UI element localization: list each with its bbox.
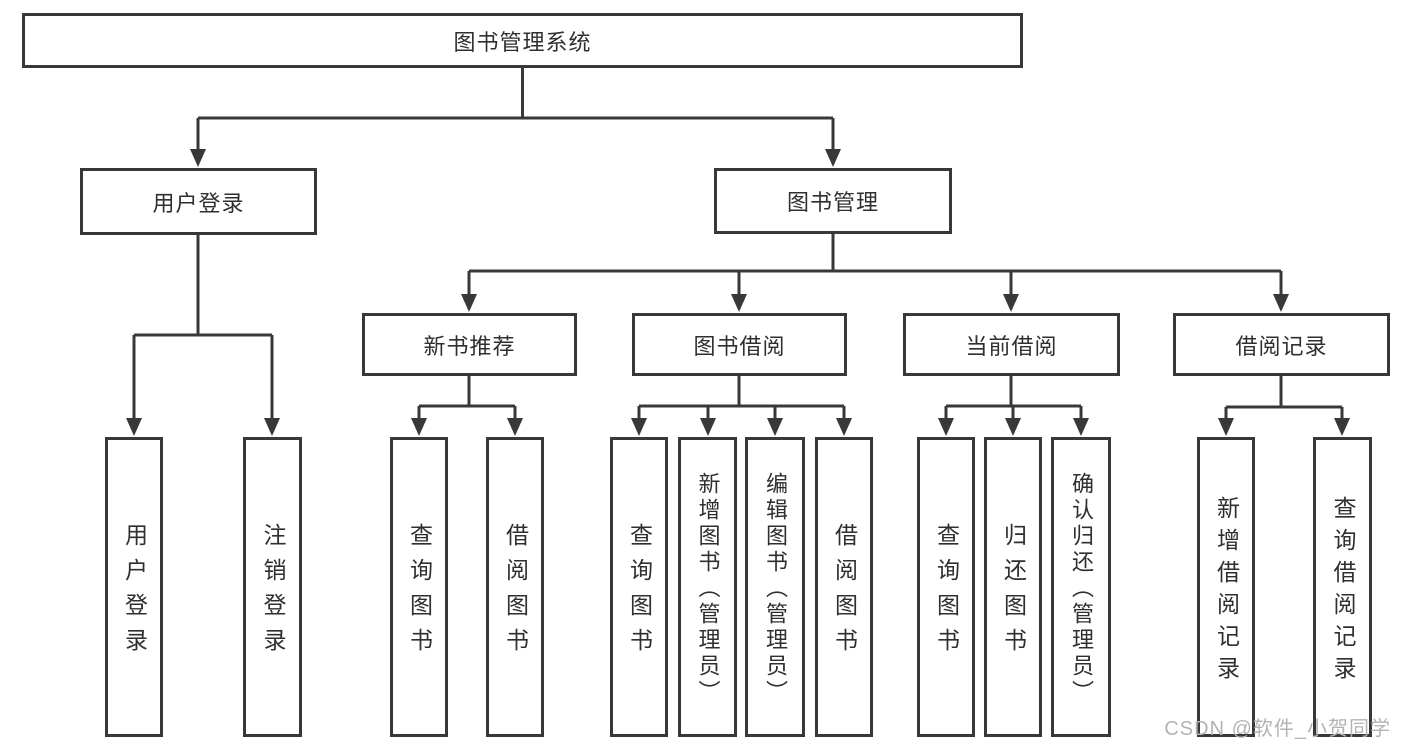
leaf-borrow-books-label: 借阅图书: [831, 523, 858, 663]
leaf-query-books-current: 查询图书: [917, 437, 975, 737]
leaf-edit-books-admin-label: 编辑图书（管理员）: [763, 472, 788, 706]
leaf-query-borrow-record: 查询借阅记录: [1313, 437, 1372, 737]
leaf-confirm-return-admin-label: 确认归还（管理员）: [1069, 472, 1094, 706]
node-current-borrow: 当前借阅: [903, 313, 1120, 376]
leaf-borrow-books-recommend: 借阅图书: [486, 437, 544, 737]
leaf-logout-label: 注销登录: [260, 523, 286, 663]
leaf-add-books-admin-label: 新增图书（管理员）: [695, 472, 721, 706]
leaf-borrow-books-recommend-label: 借阅图书: [502, 523, 529, 663]
node-borrow-record: 借阅记录: [1173, 313, 1390, 376]
node-new-book-recommend-label: 新书推荐: [423, 333, 516, 359]
leaf-logout: 注销登录: [243, 437, 302, 737]
leaf-user-login: 用户登录: [105, 437, 163, 737]
leaf-query-borrow-record-label: 查询借阅记录: [1330, 495, 1356, 688]
leaf-add-books-admin: 新增图书（管理员）: [678, 437, 737, 737]
leaf-return-books-label: 归还图书: [1000, 523, 1027, 663]
leaf-add-borrow-record-label: 新增借阅记录: [1213, 495, 1240, 688]
node-borrow-record-label: 借阅记录: [1235, 333, 1328, 359]
node-book-management: 图书管理: [714, 168, 952, 234]
leaf-query-books-borrow: 查询图书: [610, 437, 668, 737]
node-book-borrow: 图书借阅: [632, 313, 847, 376]
node-new-book-recommend: 新书推荐: [362, 313, 577, 376]
leaf-add-borrow-record: 新增借阅记录: [1197, 437, 1255, 737]
node-root-system: 图书管理系统: [22, 13, 1023, 68]
leaf-confirm-return-admin: 确认归还（管理员）: [1051, 437, 1111, 737]
leaf-edit-books-admin: 编辑图书（管理员）: [745, 437, 805, 737]
leaf-return-books: 归还图书: [984, 437, 1042, 737]
node-root-label: 图书管理系统: [453, 29, 592, 55]
leaf-user-login-label: 用户登录: [121, 523, 148, 663]
node-user-login: 用户登录: [80, 168, 317, 235]
leaf-query-books-recommend: 查询图书: [390, 437, 448, 737]
leaf-query-books-borrow-label: 查询图书: [626, 523, 653, 663]
node-user-login-label: 用户登录: [152, 190, 245, 216]
node-current-borrow-label: 当前借阅: [965, 333, 1058, 359]
leaf-borrow-books: 借阅图书: [815, 437, 873, 737]
node-book-management-label: 图书管理: [786, 190, 879, 215]
leaf-query-books-current-label: 查询图书: [933, 523, 960, 663]
leaf-query-books-recommend-label: 查询图书: [406, 523, 433, 663]
node-book-borrow-label: 图书借阅: [693, 333, 786, 359]
